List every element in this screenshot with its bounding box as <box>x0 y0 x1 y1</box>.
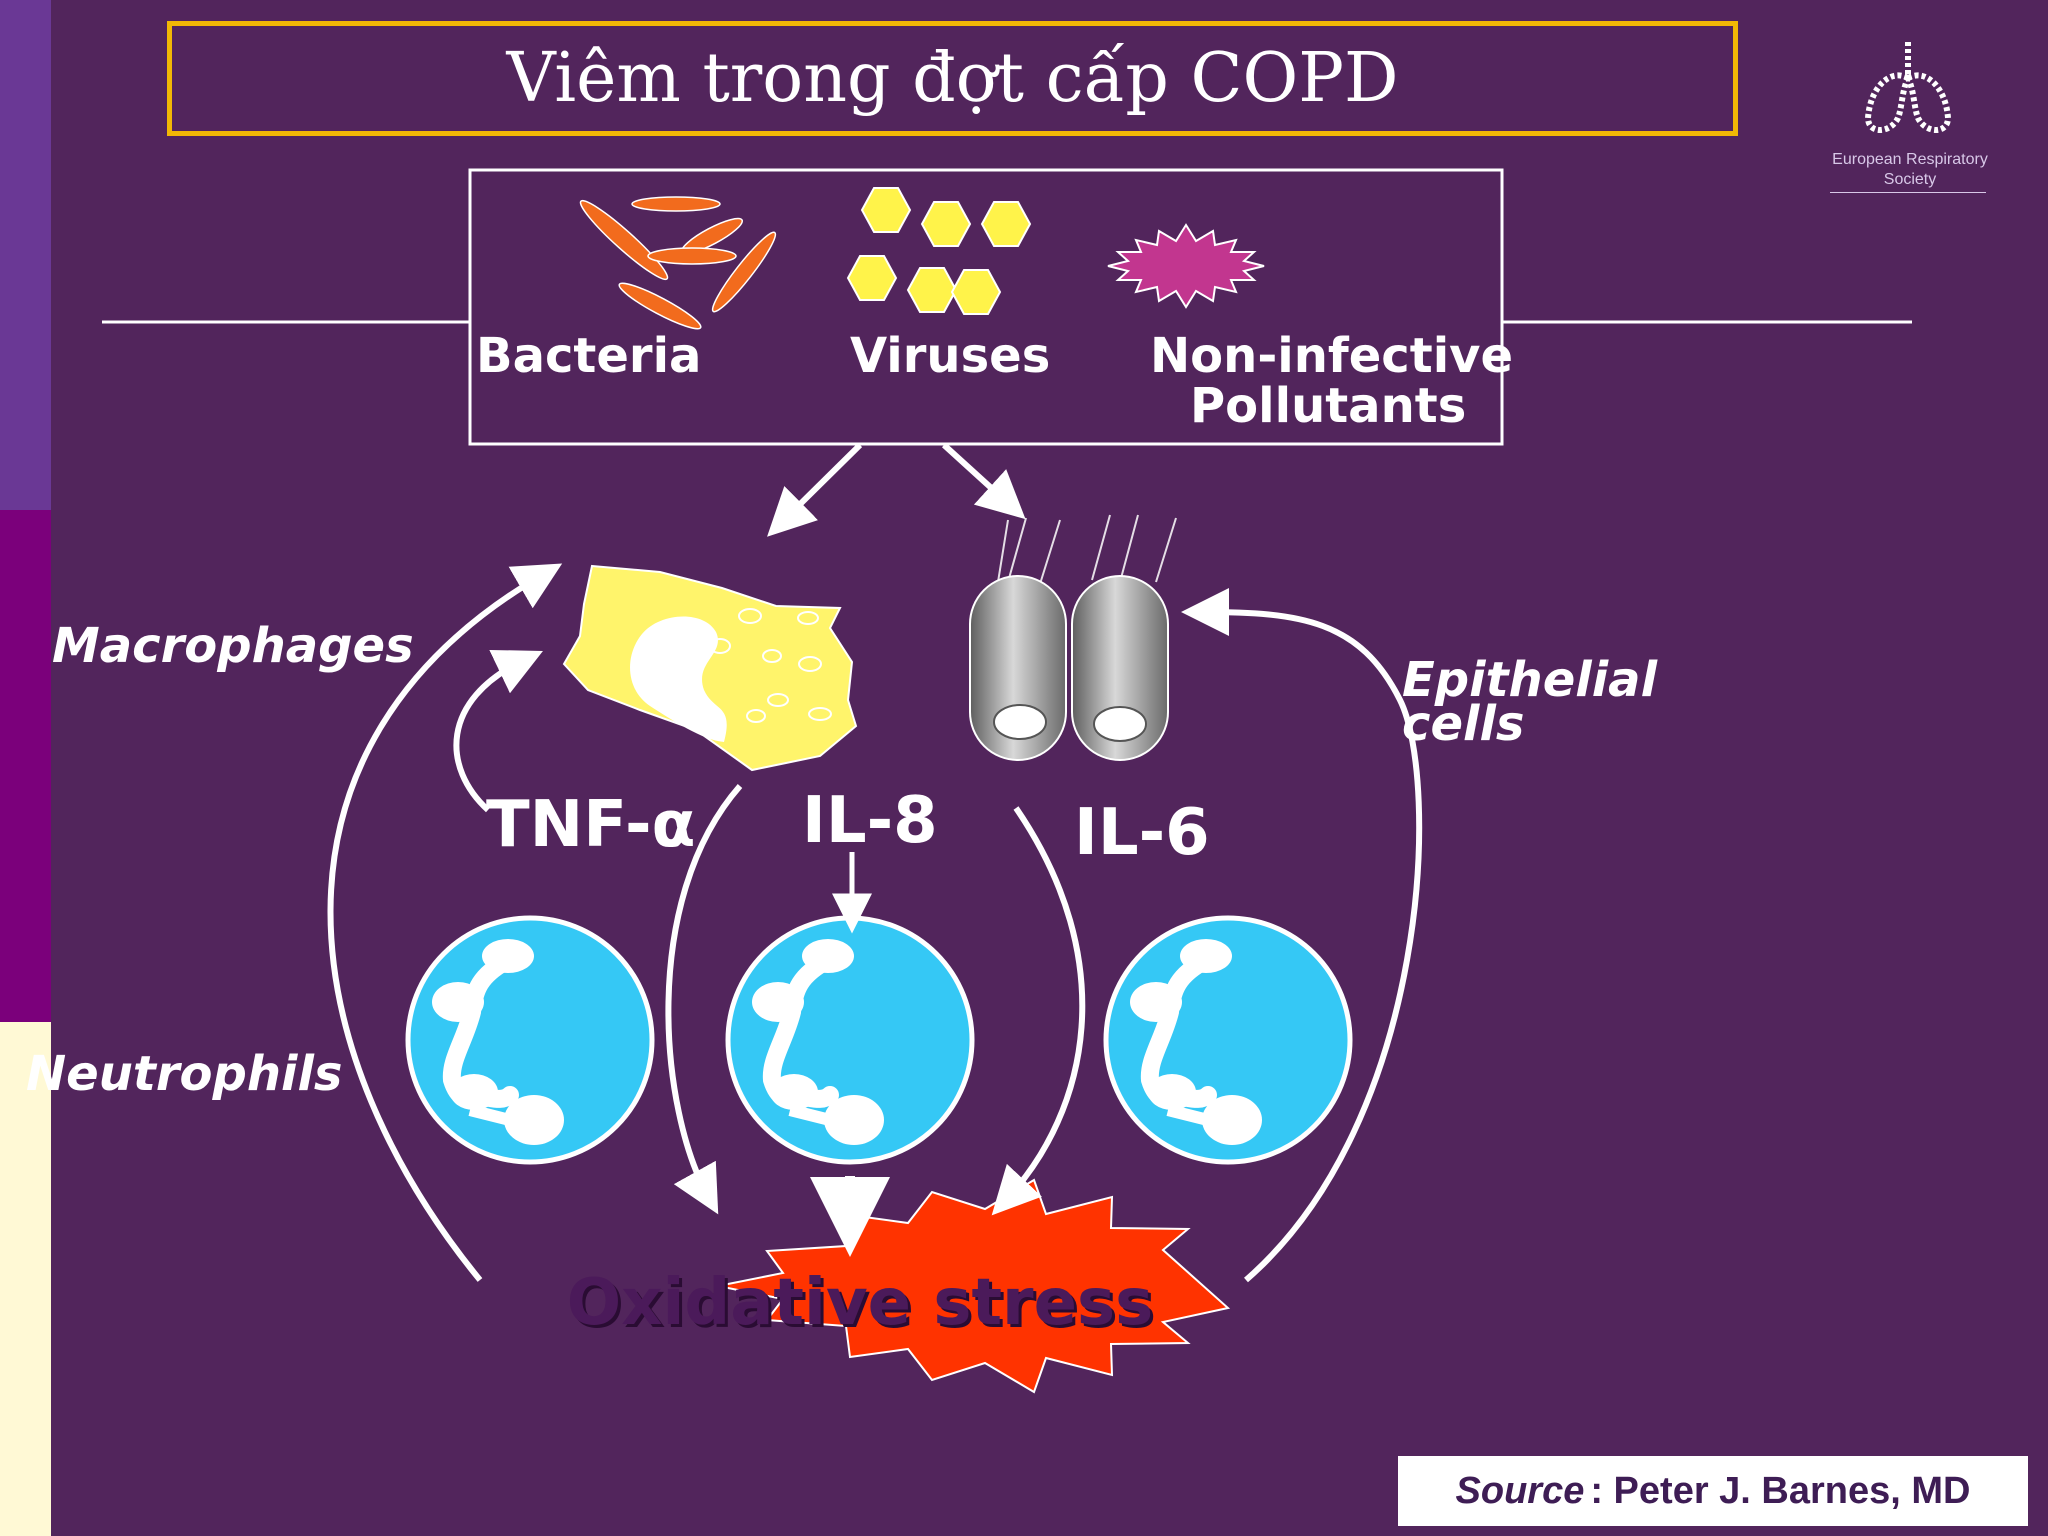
viruses-icon <box>846 187 1032 315</box>
side-bar-middle <box>0 510 51 1022</box>
logo-label: European Respiratory Society <box>1820 150 2000 190</box>
arrow-to-macrophage <box>767 442 863 537</box>
label-viruses: Viruses <box>850 328 1051 384</box>
side-bar-top <box>0 0 51 510</box>
triggers-box <box>468 168 1504 446</box>
oxidative-burst-icon <box>717 1178 1231 1394</box>
arrow-to-epithelium <box>941 442 1026 520</box>
lungs-logo-icon <box>1864 42 1952 133</box>
cilia <box>997 514 1177 585</box>
logo-line-1: European Respiratory <box>1832 151 1988 168</box>
arrow-epithelium-to-stress <box>991 806 1086 1216</box>
label-pollutants-line-2: Pollutants <box>1190 378 1467 434</box>
arrow-tnf-loop <box>453 649 543 813</box>
label-macrophages: Macrophages <box>52 618 414 674</box>
source-key: Source <box>1455 1469 1585 1512</box>
label-oxidative-stress: Oxidative stress <box>566 1266 1154 1340</box>
arrow-stress-to-macrophage <box>327 563 563 1282</box>
label-il-6: IL-6 <box>1074 796 1210 870</box>
bacteria-icon <box>579 196 777 330</box>
logo-rule <box>1830 192 1986 193</box>
arrow-stress-to-epithelium <box>1181 588 1423 1283</box>
side-bar-bottom <box>0 1022 51 1536</box>
macrophage-icon <box>562 564 858 772</box>
epithelial-cells-icon <box>969 575 1169 761</box>
label-tnf-alpha: TNF-α <box>486 788 696 862</box>
neutrophil-icon <box>1103 915 1353 1165</box>
logo-line-2: Society <box>1883 171 1937 188</box>
slide-title: Viêm trong đợt cấp COPD <box>506 39 1399 118</box>
label-epithelial-line-1: Epithelial <box>1402 652 1658 708</box>
pollutant-icon <box>1107 223 1265 309</box>
label-neutrophils: Neutrophils <box>26 1046 343 1102</box>
source-value: : Peter J. Barnes, MD <box>1590 1469 1971 1512</box>
label-epithelial-line-2: cells <box>1402 696 1525 752</box>
neutrophil-icon <box>405 915 655 1165</box>
title-box: Viêm trong đợt cấp COPD <box>167 21 1738 136</box>
arrow-macrophage-to-stress <box>665 784 743 1215</box>
label-il-8: IL-8 <box>802 784 938 858</box>
source-box: Source : Peter J. Barnes, MD <box>1398 1456 2028 1526</box>
label-pollutants-line-1: Non-infective <box>1150 328 1513 384</box>
label-bacteria: Bacteria <box>476 328 702 384</box>
neutrophil-icon <box>725 915 975 1165</box>
